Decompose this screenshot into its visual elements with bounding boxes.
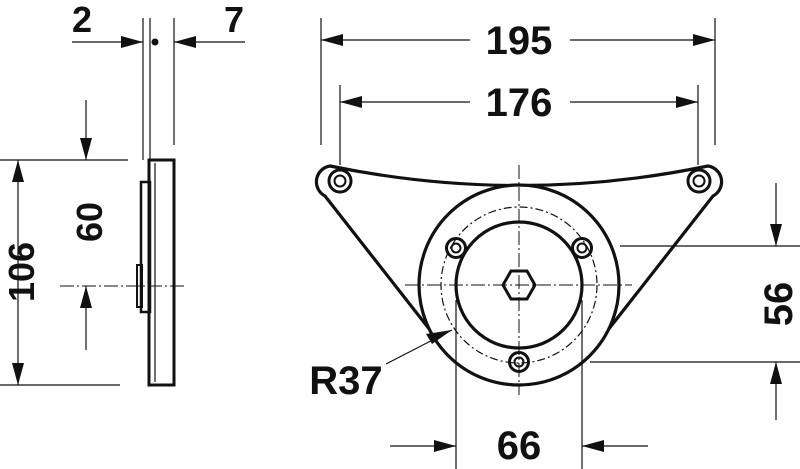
top-view [314, 18, 800, 469]
dim-side-height-upper: 60 [69, 202, 110, 242]
dim-side-height-total: 106 [1, 242, 42, 302]
dim-radius: R37 [309, 359, 382, 403]
side-view [0, 18, 245, 387]
dim-side-gap-right: 7 [224, 0, 244, 40]
dim-top-hole-spacing: 176 [486, 81, 553, 125]
dim-top-overall-width: 195 [486, 19, 553, 63]
dim-right-vertical: 56 [757, 282, 800, 327]
dim-side-gap-left: 2 [72, 0, 92, 40]
dim-bottom-width: 66 [497, 424, 542, 468]
